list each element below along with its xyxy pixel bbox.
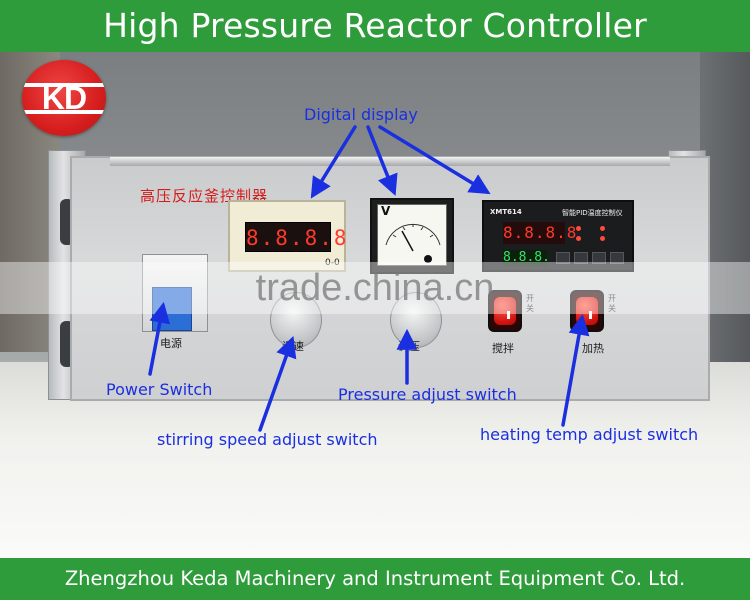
power-switch-label: 电源: [160, 337, 182, 350]
pid-led-indicator: [576, 226, 581, 231]
logo-band-top: [22, 83, 106, 87]
pid-set-value: 8.8.8.: [503, 250, 550, 266]
stirring-switch-label: 搅拌: [492, 342, 514, 355]
annotation-digital-display: Digital display: [304, 105, 418, 124]
pid-set-button[interactable]: [556, 252, 570, 264]
footer-company: Zhengzhou Keda Machinery and Instrument …: [0, 558, 750, 600]
stirring-rocker-switch[interactable]: [488, 290, 522, 332]
logo-text: KD: [41, 79, 87, 116]
pressure-gauge-face: [377, 204, 447, 266]
pid-brand: XMT614: [490, 208, 522, 216]
stirring-speed-knob-label: 调速: [282, 340, 304, 353]
digital-display-stirring-label: 0-0: [325, 258, 340, 268]
annotation-stirring-speed: stirring speed adjust switch: [157, 430, 378, 449]
watermark: trade.china.cn: [0, 262, 750, 314]
rocker-face: [494, 297, 516, 325]
digital-display-stirring-reading: 8.8.8.8: [245, 222, 347, 252]
pid-led-indicator: [600, 236, 605, 241]
rocker-mark: [507, 311, 510, 319]
annotation-heating-temp: heating temp adjust switch: [480, 425, 699, 444]
pid-led-indicator: [576, 236, 581, 241]
heating-switch-side-label: 开关: [608, 294, 616, 313]
top-rail: [110, 157, 670, 166]
annotation-power-switch: Power Switch: [106, 380, 213, 399]
heating-rocker-switch[interactable]: [570, 290, 604, 332]
pressure-adjust-knob-label: 调压: [398, 340, 420, 353]
pid-process-value: 8.8.8.8: [503, 222, 578, 244]
annotation-pressure-adjust: Pressure adjust switch: [338, 385, 517, 404]
heating-switch-label: 加热: [582, 342, 604, 355]
rocker-mark: [589, 311, 592, 319]
pid-up-button[interactable]: [610, 252, 624, 264]
gauge-unit: V: [381, 204, 391, 218]
stirring-switch-side-label: 开关: [526, 294, 534, 313]
gauge-needle-icon: [385, 223, 441, 263]
pid-down-button[interactable]: [592, 252, 606, 264]
header-title: High Pressure Reactor Controller: [0, 0, 750, 52]
pid-title: 智能PID温度控制仪: [562, 209, 623, 217]
pid-led-indicator: [600, 226, 605, 231]
pid-left-button[interactable]: [574, 252, 588, 264]
company-logo: KD: [22, 60, 106, 136]
logo-band-bottom: [22, 110, 106, 114]
